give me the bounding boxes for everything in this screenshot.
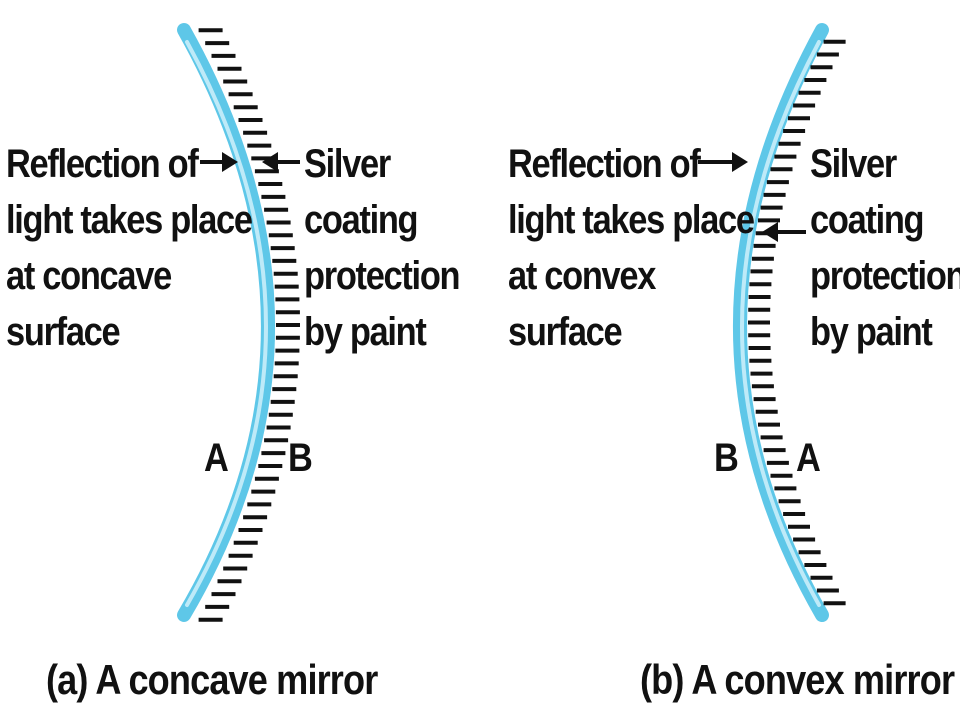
coating-label-line: Silver — [810, 142, 897, 186]
reflection-arrow-a — [200, 152, 238, 172]
point-label-b-right: A — [796, 436, 821, 480]
reflection-label-a: Reflection of light takes place at conca… — [6, 136, 253, 360]
reflection-arrow-b — [698, 152, 748, 172]
coating-arrow-a — [262, 152, 300, 172]
concave-mirror-figure — [177, 23, 300, 622]
reflection-label-line: surface — [6, 310, 121, 354]
concave-mirror-panel: Reflection of light takes place at conca… — [6, 23, 461, 703]
reflection-label-line: at convex — [508, 254, 656, 298]
coating-label-line: Silver — [304, 142, 391, 186]
concave-mirror-glass-highlight — [185, 40, 268, 607]
coating-label-line: coating — [810, 198, 925, 242]
point-label-b-left: B — [714, 436, 739, 480]
reflection-label-line: light takes place — [6, 198, 253, 242]
convex-mirror-panel: Reflection of light takes place at conve… — [480, 0, 960, 720]
coating-label-line: protection — [810, 254, 960, 298]
point-label-a-right: B — [288, 436, 313, 480]
coating-label-line: coating — [304, 198, 419, 242]
caption-concave-mirror: (a) A concave mirror — [46, 656, 378, 703]
coating-label-line: by paint — [810, 310, 933, 354]
reflection-label-line: surface — [508, 310, 623, 354]
convex-mirror-glass-highlight — [740, 40, 821, 607]
reflection-label-line: Reflection of — [6, 142, 199, 186]
concave-mirror-hatching — [198, 28, 300, 622]
point-label-a-left: A — [204, 436, 229, 480]
reflection-label-b: Reflection of light takes place at conve… — [508, 136, 755, 360]
coating-label-a: Silver coating protection by paint — [304, 136, 461, 360]
reflection-label-line: light takes place — [508, 198, 755, 242]
caption-convex-mirror: (b) A convex mirror — [640, 656, 955, 703]
coating-label-line: by paint — [304, 310, 427, 354]
reflection-label-line: Reflection of — [508, 142, 701, 186]
coating-label-line: protection — [304, 254, 461, 298]
reflection-label-line: at concave — [6, 254, 172, 298]
convex-mirror-figure — [698, 23, 846, 622]
convex-mirror-hatching — [748, 39, 846, 606]
coating-label-b: Silver coating protection by paint — [810, 136, 960, 360]
coating-arrow-b — [762, 222, 806, 242]
